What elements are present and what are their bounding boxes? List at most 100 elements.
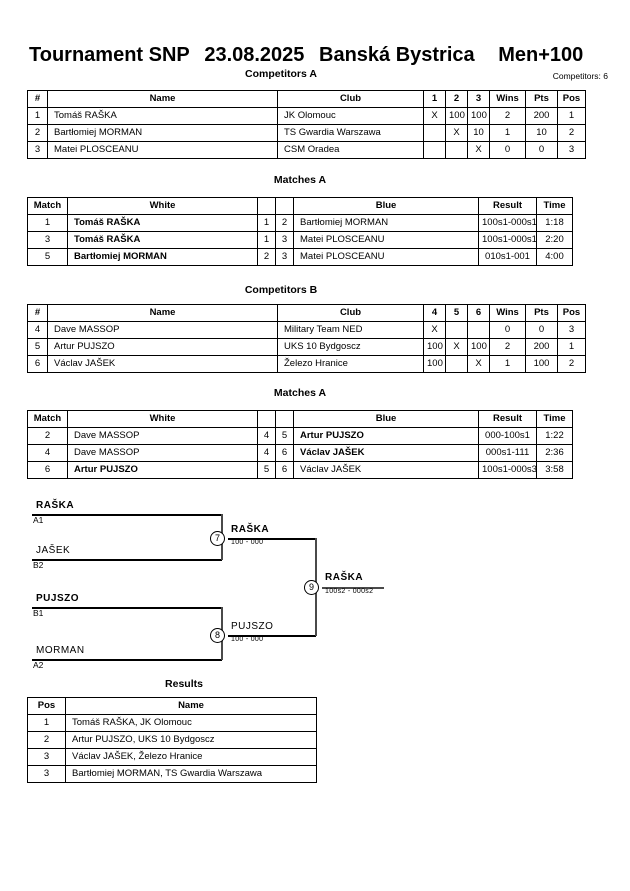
table-header-row: Pos Name: [27, 697, 317, 715]
cell-num: 5: [27, 338, 48, 356]
page-header: Tournament SNP 23.08.2025 Banská Bystric…: [0, 0, 630, 88]
cell-white-name: Bartłomiej MORMAN: [67, 248, 258, 266]
cell-time: 4:00: [536, 248, 573, 266]
cell-name: Václav JAŠEK: [47, 355, 278, 373]
bracket-node-7: 7: [210, 531, 225, 546]
cell-num: 6: [27, 355, 48, 373]
col-pos: Pos: [557, 90, 586, 108]
col-1: 1: [423, 90, 446, 108]
col-name: Name: [47, 90, 278, 108]
bracket-entry-code-0: A1: [33, 515, 44, 525]
cell-result: 100s1-000s3: [478, 461, 537, 479]
bracket-entry-code-2: B1: [33, 608, 44, 618]
col-result: Result: [478, 197, 537, 215]
cell-time: 1:18: [536, 214, 573, 232]
cell-score-2: [445, 141, 468, 159]
title-date: 23.08.2025: [204, 44, 305, 66]
cell-name: Bartłomiej MORMAN, TS Gwardia Warszawa: [65, 765, 317, 783]
cell-white-number: 4: [257, 444, 276, 462]
bracket-entry-line-2: [32, 607, 222, 609]
cell-club: TS Gwardia Warszawa: [277, 124, 424, 142]
bracket-node-7-line: [228, 538, 316, 540]
cell-white-number: 4: [257, 427, 276, 445]
section-label-matches-a2: Matches A: [273, 387, 327, 399]
cell-score-2: 100: [445, 107, 468, 125]
col-blue: Blue: [293, 197, 479, 215]
cell-pos: 2: [557, 124, 586, 142]
col-pts: Pts: [525, 304, 558, 322]
cell-result: 000-100s1: [478, 427, 537, 445]
bracket-entry-name-2: PUJSZO: [36, 593, 80, 604]
cell-blue-number: 6: [275, 444, 294, 462]
cell-score-3: [467, 321, 490, 339]
bracket-entry-name-1: JAŠEK: [36, 545, 71, 556]
cell-score-1: [423, 124, 446, 142]
cell-white-number: 1: [257, 214, 276, 232]
cell-name: Dave MASSOP: [47, 321, 278, 339]
cell-blue-name: Bartłomiej MORMAN: [293, 214, 479, 232]
cell-time: 2:36: [536, 444, 573, 462]
cell-white-number: 1: [257, 231, 276, 249]
page-title: Tournament SNP 23.08.2025 Banská Bystric…: [29, 44, 583, 67]
cell-match-number: 6: [27, 461, 68, 479]
cell-blue-name: Václav JAŠEK: [293, 444, 479, 462]
cell-pts: 10: [525, 124, 558, 142]
cell-position: 1: [27, 714, 66, 732]
col-6: 6: [467, 304, 490, 322]
cell-wins: 2: [489, 107, 526, 125]
cell-club: Military Team NED: [277, 321, 424, 339]
table-header-row: Match White Blue Result Time: [27, 410, 573, 428]
bracket-node-8-line: [228, 635, 316, 637]
col-match: Match: [27, 197, 68, 215]
col-4: 4: [423, 304, 446, 322]
cell-white-name: Artur PUJSZO: [67, 461, 258, 479]
cell-pos: 1: [557, 107, 586, 125]
bracket-node-8-score: 100 - 000: [231, 636, 264, 643]
cell-white-name: Dave MASSOP: [67, 427, 258, 445]
bracket-entry-name-3: MORMAN: [36, 645, 85, 656]
cell-pts: 200: [525, 107, 558, 125]
table-header-row: # Name Club 1 2 3 Wins Pts Pos: [27, 90, 586, 108]
cell-score-2: X: [445, 338, 468, 356]
cell-score-1: X: [423, 321, 446, 339]
cell-club: CSM Oradea: [277, 141, 424, 159]
cell-match-number: 3: [27, 231, 68, 249]
col-time: Time: [536, 197, 573, 215]
bracket-entry-code-1: B2: [33, 560, 44, 570]
col-num: #: [27, 90, 48, 108]
bracket-entry-line-3: [32, 659, 222, 661]
cell-name: Artur PUJSZO: [47, 338, 278, 356]
section-label-results: Results: [165, 678, 203, 690]
cell-pos: 1: [557, 338, 586, 356]
cell-match-number: 2: [27, 427, 68, 445]
section-label-matches-a1: Matches A: [273, 174, 327, 186]
cell-wins: 0: [489, 141, 526, 159]
col-blue-num: [275, 197, 294, 215]
bracket-entry-code-3: A2: [33, 660, 44, 670]
cell-name: Matei PLOSCEANU: [47, 141, 278, 159]
cell-pos: 3: [557, 141, 586, 159]
bracket-entry-line-0: [32, 514, 222, 516]
cell-blue-number: 6: [275, 461, 294, 479]
cell-score-1: [423, 141, 446, 159]
col-white-num: [257, 197, 276, 215]
cell-white-number: 5: [257, 461, 276, 479]
cell-wins: 1: [489, 355, 526, 373]
title-category: Men+100: [498, 44, 584, 66]
cell-blue-number: 3: [275, 248, 294, 266]
cell-blue-number: 2: [275, 214, 294, 232]
competitors-count: Competitors: 6: [552, 71, 608, 81]
col-white: White: [67, 410, 258, 428]
cell-match-number: 5: [27, 248, 68, 266]
cell-wins: 1: [489, 124, 526, 142]
